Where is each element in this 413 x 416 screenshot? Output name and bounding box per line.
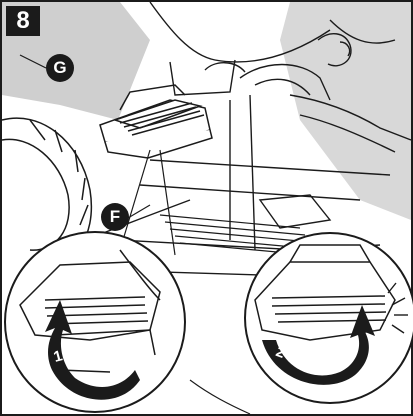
leader-line-g: [19, 54, 47, 69]
rotate-arrow-icon: [262, 305, 375, 385]
callout-f: F: [101, 203, 129, 231]
zoom-detail-right: [244, 232, 413, 404]
step-number-badge: 8: [6, 6, 40, 36]
snap-click-icon: [387, 282, 408, 334]
leader-line-f: [127, 204, 151, 219]
rotate-arrow-icon: [45, 300, 140, 400]
leader-line-zoom: [119, 149, 176, 256]
shade-region-bottom: [189, 379, 251, 415]
callout-g: G: [46, 54, 74, 82]
zoom-detail-left: [4, 231, 186, 413]
